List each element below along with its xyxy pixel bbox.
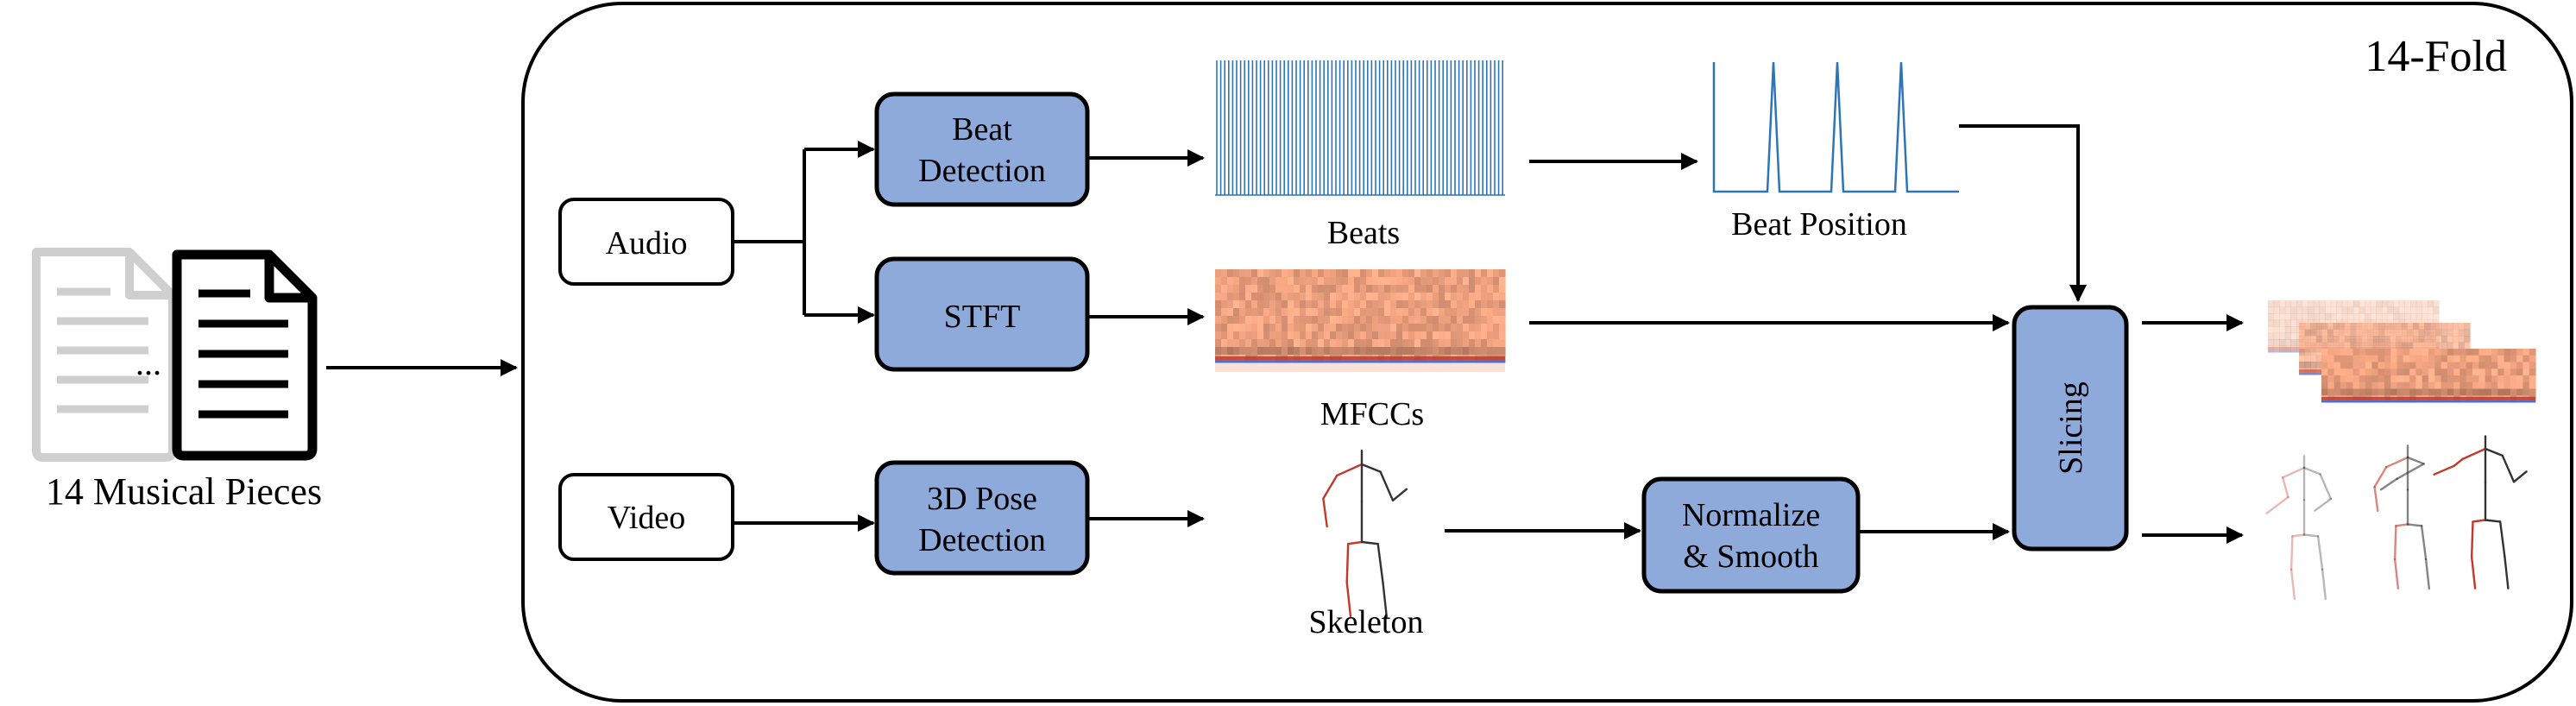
skeleton-label: Skeleton — [1309, 604, 1424, 640]
pose-detection-label-1: 3D Pose — [927, 481, 1037, 517]
pose-detection-label-2: Detection — [918, 522, 1046, 558]
fold-label: 14-Fold — [2365, 32, 2507, 81]
sliced-spectrogram-icon — [2268, 300, 2536, 403]
document-icon — [32, 248, 318, 462]
audio-fork-connector — [733, 141, 875, 324]
fold-frame — [521, 2, 2573, 703]
spectrogram-icon — [1215, 269, 1506, 372]
document-ellipsis: ... — [135, 344, 161, 382]
video-node — [558, 473, 734, 561]
mfccs-label: MFCCs — [1320, 396, 1424, 432]
beat-detection-label-2: Detection — [918, 153, 1046, 189]
normalize-label-1: Normalize — [1682, 497, 1820, 533]
stft-node — [874, 256, 1090, 372]
beat-position-plot-icon — [1712, 61, 1959, 193]
slicing-label: Slicing — [2053, 381, 2089, 475]
normalize-label-2: & Smooth — [1683, 539, 1818, 575]
beat-detection-node — [874, 91, 1090, 207]
normalize-node — [1641, 476, 1861, 594]
slicing-node — [2012, 305, 2129, 552]
beat-detection-label-1: Beat — [952, 111, 1012, 148]
beats-label: Beats — [1327, 215, 1400, 251]
beats-waveform-icon — [1215, 60, 1505, 196]
beat-position-label: Beat Position — [1731, 206, 1907, 243]
sliced-skeleton-icon — [2265, 435, 2528, 601]
video-label: Video — [608, 500, 686, 536]
skeleton-icon — [1322, 449, 1408, 618]
audio-label: Audio — [606, 225, 688, 262]
beat-position-arrow — [1959, 124, 2087, 302]
stft-label: STFT — [944, 299, 1021, 335]
input-label: 14 Musical Pieces — [46, 470, 322, 513]
